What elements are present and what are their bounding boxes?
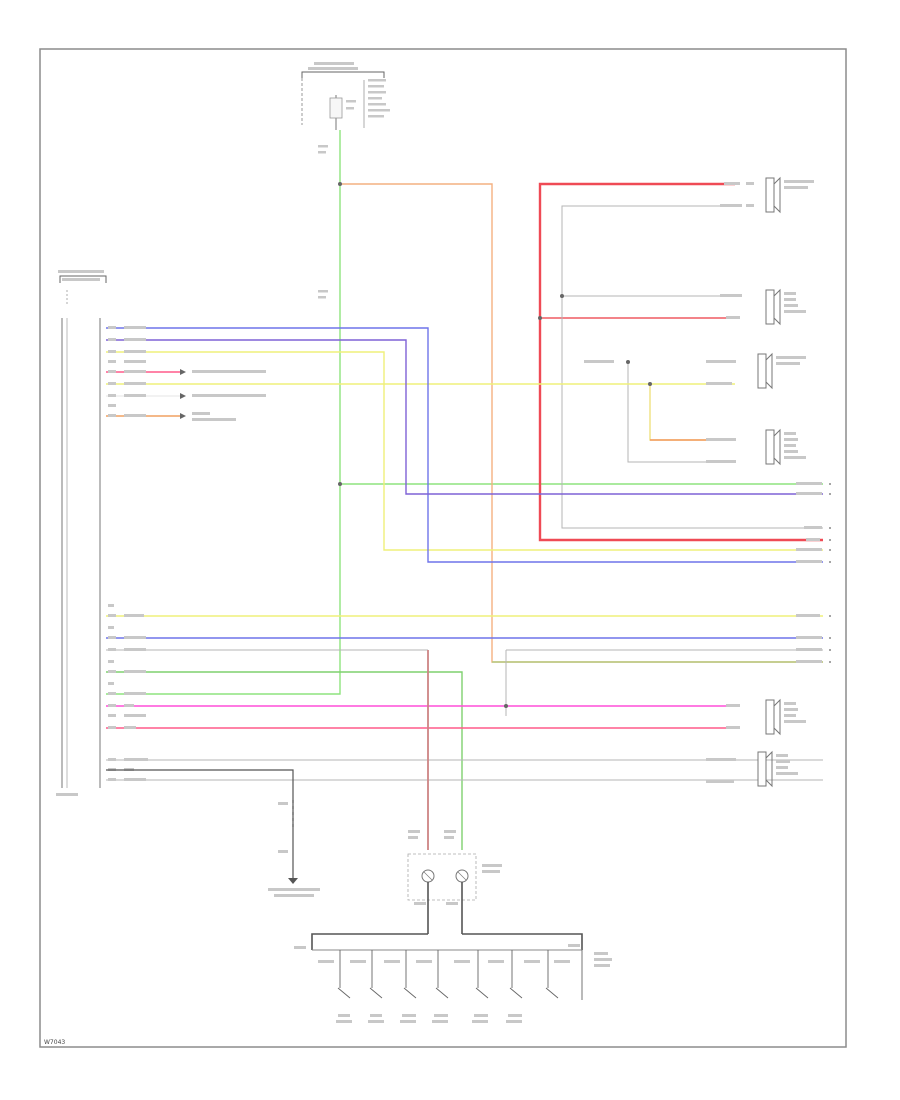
footer-code: W7043 [44,1039,65,1046]
speaker-left-front-tweeter [584,352,806,390]
blue-wires [106,327,823,639]
speaker-icon [773,176,781,214]
speaker-icon [765,750,773,788]
clock-assembly [311,830,583,950]
green-power-wire [106,130,823,850]
steering-switch-bank [294,944,612,1023]
right-edge-arrows [829,483,831,663]
orange-wire [340,183,823,663]
arrow-pins [180,369,186,419]
ground-icon [288,878,298,884]
speaker-icon [765,352,773,390]
yellow-wires [106,351,823,617]
speaker-right-front [706,428,806,466]
speaker-icon [773,698,781,736]
speaker-left-front [720,288,806,326]
gray-wires [106,205,823,781]
left-pin-labels [108,326,148,781]
audio-ground [106,769,320,897]
speaker-left-rear [726,698,806,736]
speaker-icon [773,288,781,326]
speaker-icon [773,428,781,466]
diagram-border [39,48,847,1048]
subsystem-labels [192,370,266,421]
speaker-right-front-tweeter [720,176,814,214]
speaker-right-rear [706,750,798,788]
switch-labels [318,960,570,1023]
audio-unit-connector [56,270,107,796]
splice-points [338,182,652,708]
fuse-block-label-lines [308,62,390,299]
switch-icons [337,950,583,1000]
red-power-wire [538,182,823,542]
right-edge-labels [796,482,822,663]
fuse-icon [329,97,343,119]
fuse-block-top [301,62,390,299]
